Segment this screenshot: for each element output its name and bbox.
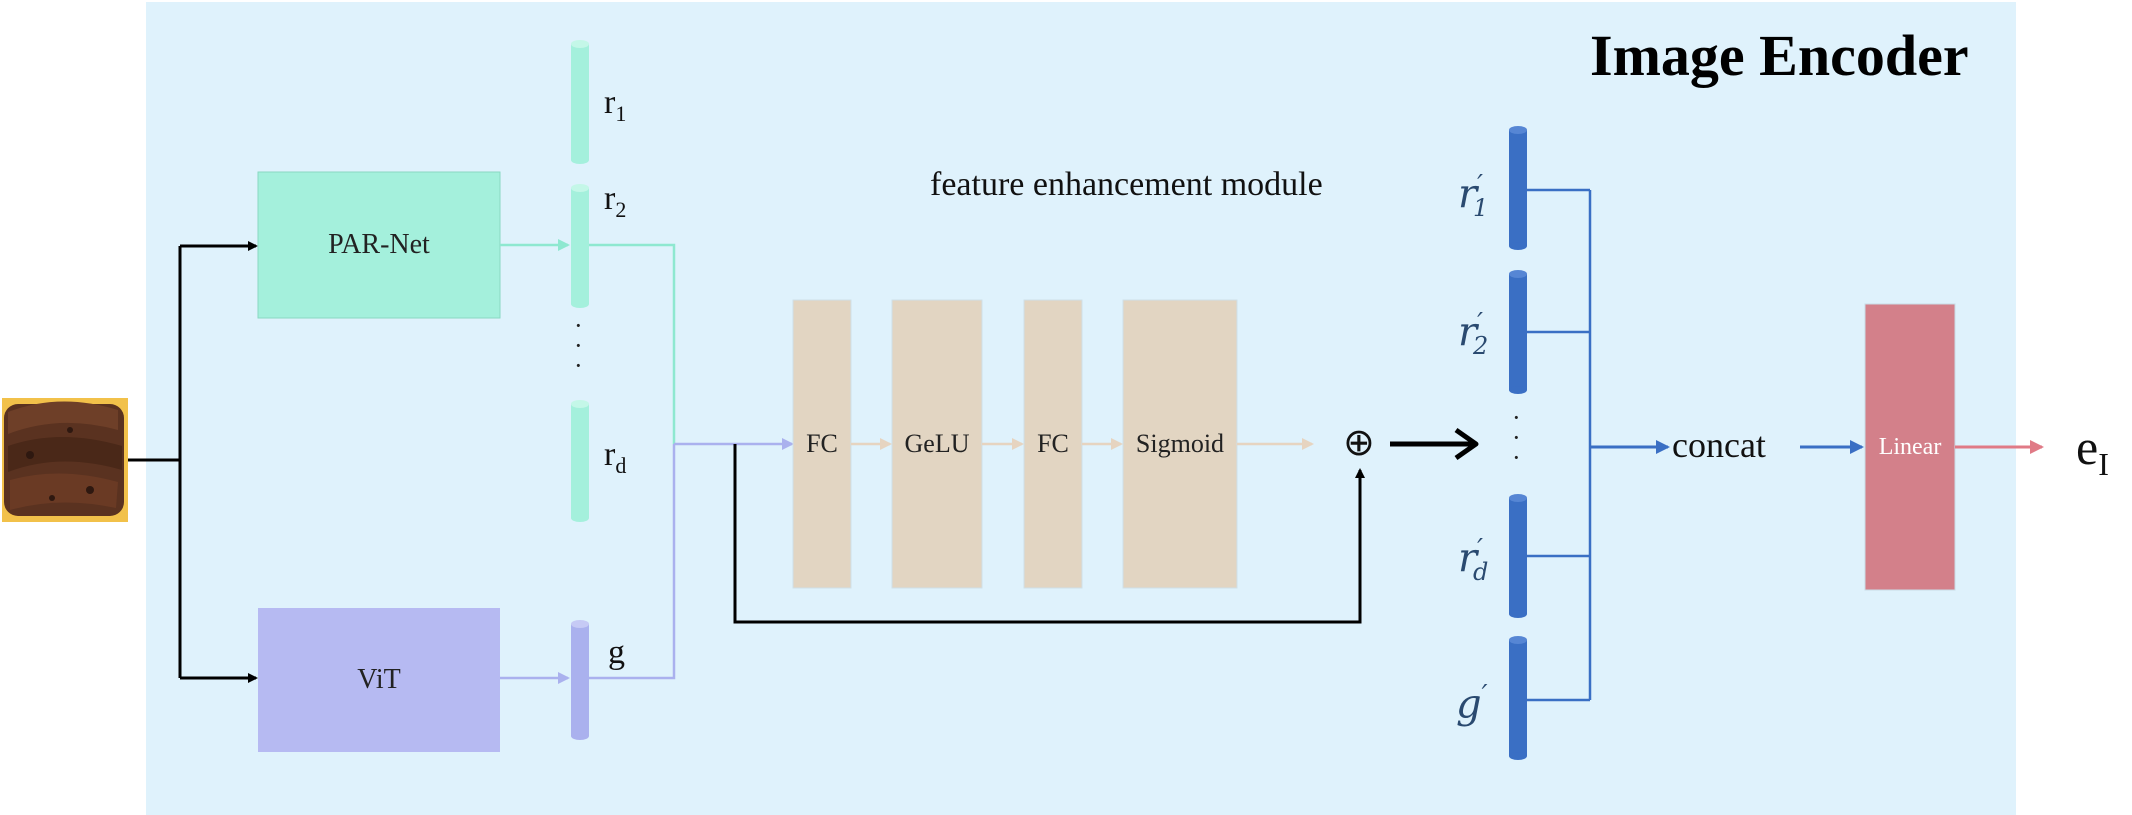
- sigmoid-block: [1122, 299, 1238, 589]
- fc1-label: FC: [806, 429, 838, 458]
- feature-g-prime-bar: [1509, 636, 1527, 760]
- rd-label: rd: [604, 436, 627, 478]
- g-label: g: [608, 634, 625, 671]
- vit-box: [258, 608, 500, 752]
- linear-label: Linear: [1878, 433, 1942, 460]
- input-image: [2, 398, 128, 522]
- feature-g-cylinder: [571, 620, 589, 740]
- feature-r1-cylinder: [571, 40, 589, 164]
- feature-rd-cylinder: [571, 400, 589, 522]
- feature-r1-prime-bar: [1509, 126, 1527, 250]
- parnet-box: [257, 171, 501, 319]
- oplus-to-features-arrowhead: [1454, 427, 1479, 461]
- feature-rd-prime-bar: [1509, 494, 1527, 618]
- fc1-block: [792, 299, 852, 589]
- rd-prime-label: r′d: [1458, 534, 1489, 587]
- sigmoid-label: Sigmoid: [1135, 429, 1225, 458]
- diagram-title: Image Encoder: [1590, 23, 1969, 88]
- g-merge-line: [589, 444, 676, 680]
- parnet-label: PAR-Net: [328, 229, 430, 260]
- r2-prime-label: r′2: [1458, 308, 1489, 361]
- r2-label: r2: [604, 180, 627, 222]
- feature-r2-cylinder: [571, 184, 589, 308]
- output-label: eI: [2076, 419, 2109, 482]
- g-prime-label: g′: [1456, 680, 1488, 728]
- residual-skip-line: [733, 444, 1365, 624]
- concat-bracket: [1527, 188, 1592, 702]
- vit-label: ViT: [357, 664, 401, 695]
- left-dots: · · ·: [574, 311, 583, 380]
- oplus-symbol: ⊕: [1343, 420, 1375, 464]
- fc2-block: [1023, 299, 1083, 589]
- gelu-block: [891, 299, 983, 589]
- r-merge-line: [589, 243, 676, 444]
- feature-r2-prime-bar: [1509, 270, 1527, 394]
- input-branch-arrows: [128, 241, 258, 683]
- r1-label: r1: [604, 84, 627, 126]
- gelu-label: GeLU: [904, 429, 970, 458]
- fc2-label: FC: [1037, 429, 1069, 458]
- module-caption: feature enhancement module: [930, 166, 1323, 203]
- linear-block: [1864, 303, 1956, 591]
- concat-label: concat: [1672, 425, 1766, 465]
- r1-prime-label: r′1: [1458, 170, 1489, 223]
- right-dots: · · ·: [1512, 403, 1521, 472]
